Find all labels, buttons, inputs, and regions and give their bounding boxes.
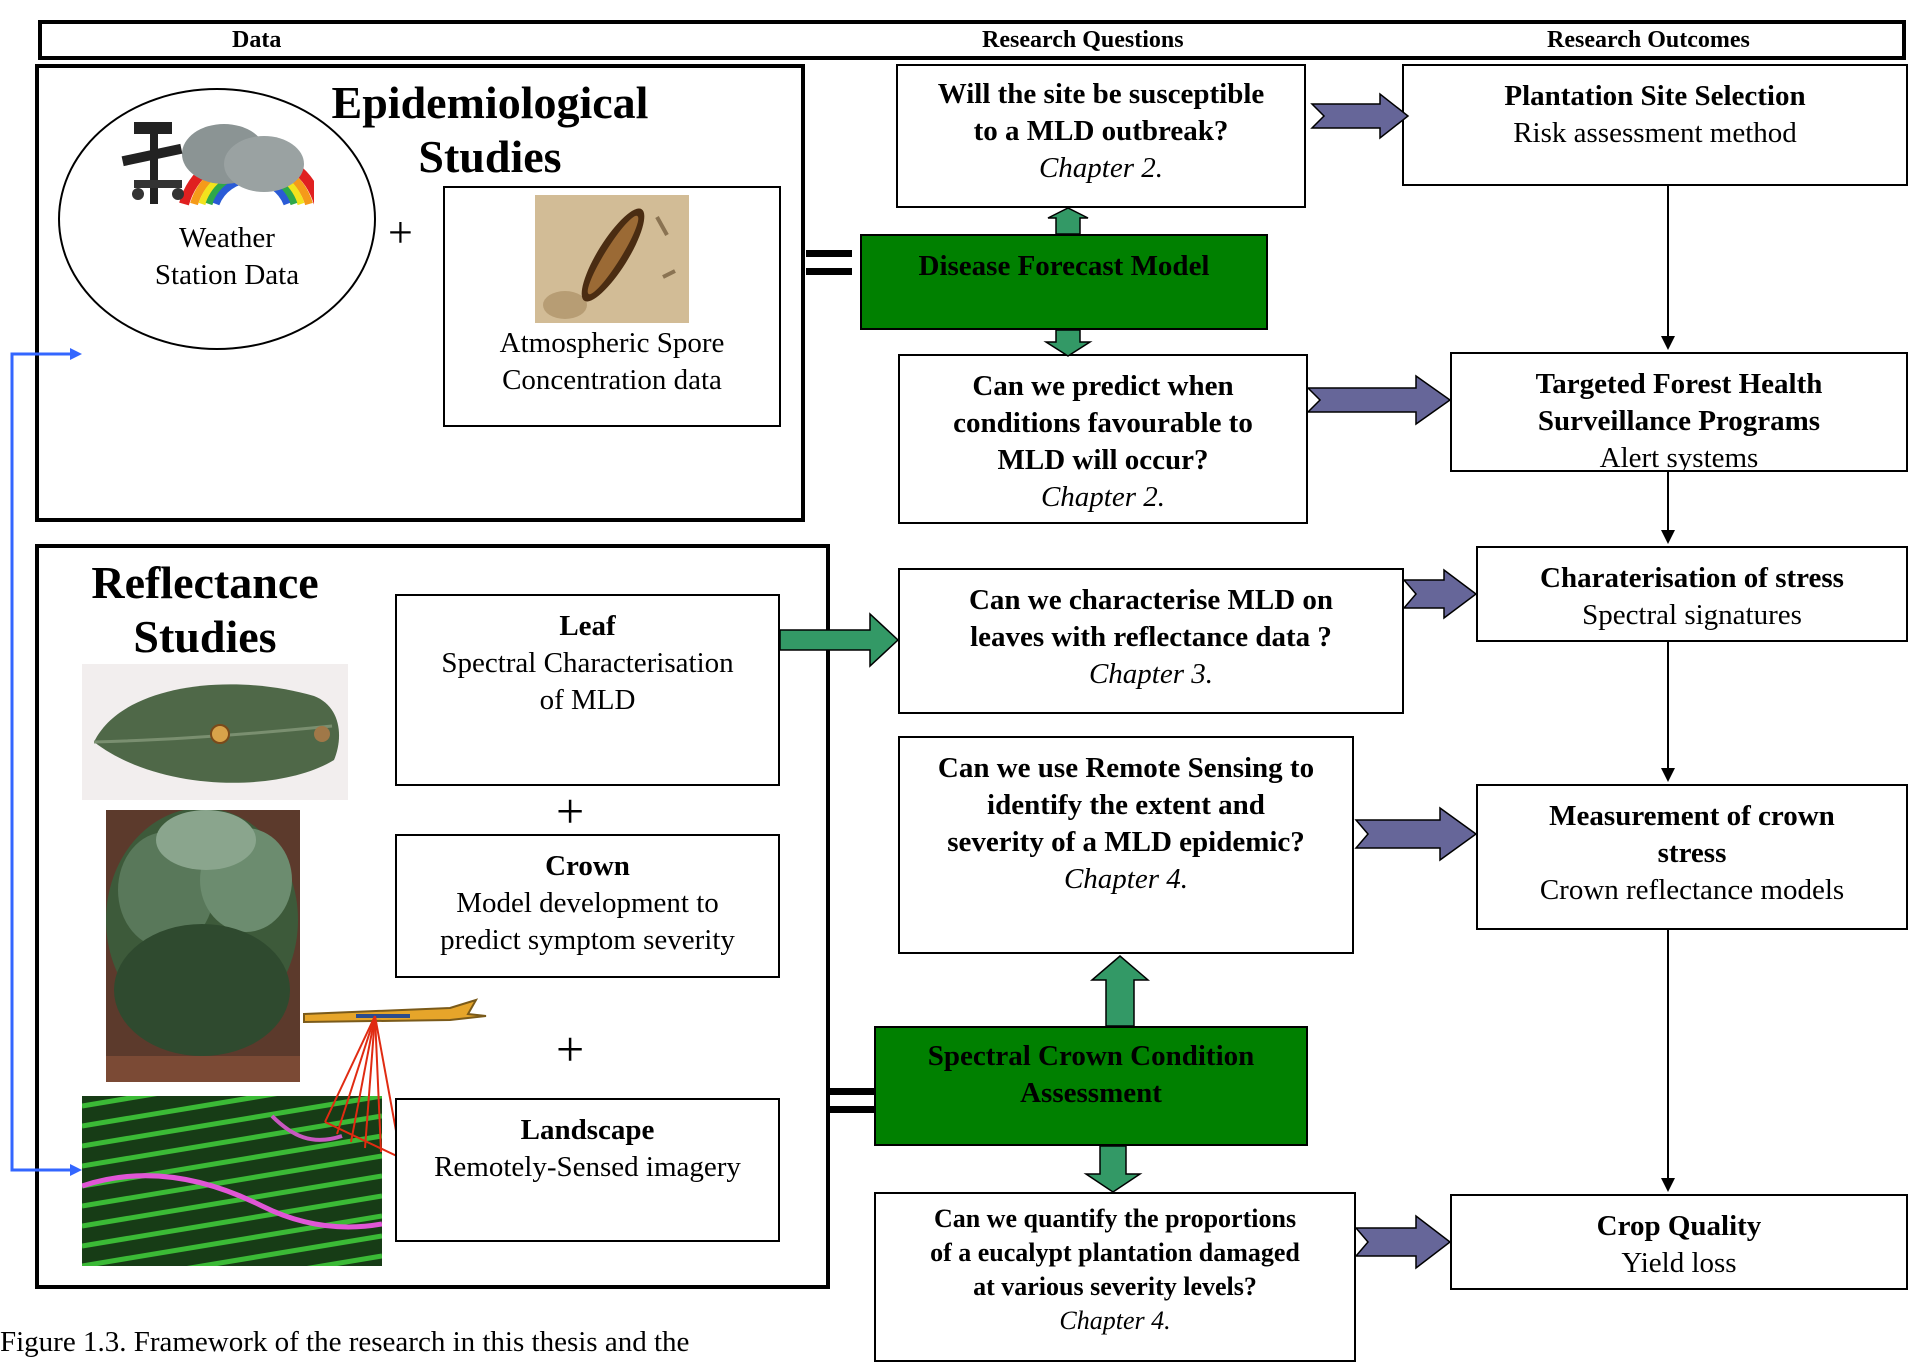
question-1-box: Will the site be susceptible to a MLD ou… (896, 64, 1306, 208)
weather-station-label: Weather Station Data (100, 220, 354, 294)
epi-title-line1: Epidemiological (331, 77, 649, 128)
leaf-line2: of MLD (539, 684, 636, 716)
epidemiological-panel (35, 64, 805, 522)
refl-title-line2: Studies (133, 611, 277, 662)
aircraft-icon (303, 998, 487, 1024)
o4-title-line1: Measurement of crown (1549, 800, 1835, 832)
question-5-box: Can we quantify the proportions of a euc… (874, 1192, 1356, 1362)
weather-line1: Weather (179, 222, 275, 254)
epi-equals-sign (806, 250, 852, 275)
spore-line1: Atmospheric Spore (499, 327, 725, 359)
purple-arrow-4 (1354, 806, 1478, 862)
q4-line2: identify the extent and (987, 789, 1265, 821)
landscape-title: Landscape (520, 1114, 655, 1146)
spore-label: Atmospheric Spore Concentration data (445, 325, 779, 399)
crown-box: Crown Model development to predict sympt… (395, 834, 780, 978)
question-2-box: Can we predict when conditions favourabl… (898, 354, 1308, 524)
reflectance-title: Reflectance Studies (70, 556, 340, 664)
green-arrow-down-q2 (1043, 329, 1093, 357)
refl-equals-sign (830, 1088, 876, 1113)
q2-line3: MLD will occur? (997, 444, 1209, 476)
o3-sub: Spectral signatures (1582, 599, 1802, 631)
spectral-crown-assessment-box: Spectral Crown Condition Assessment (874, 1026, 1308, 1146)
header-questions: Research Questions (982, 27, 1184, 53)
crown-line2: predict symptom severity (440, 924, 735, 956)
q2-line1: Can we predict when (972, 370, 1234, 402)
q1-line2: to a MLD outbreak? (973, 115, 1229, 147)
o1-sub: Risk assessment method (1513, 117, 1797, 149)
purple-arrow-5 (1354, 1214, 1452, 1270)
outcome-2-box: Targeted Forest Health Surveillance Prog… (1450, 352, 1908, 472)
leaf-box: Leaf Spectral Characterisation of MLD (395, 594, 780, 786)
o2-title-line2: Surveillance Programs (1537, 405, 1821, 437)
q4-line3: severity of a MLD epidemic? (947, 826, 1305, 858)
crown-title: Crown (545, 850, 630, 882)
o4-sub: Crown reflectance models (1539, 874, 1845, 906)
purple-arrow-1 (1310, 92, 1410, 140)
leaf-title: Leaf (559, 610, 616, 642)
o4-title-line2: stress (1657, 837, 1727, 869)
spectral-line1: Spectral Crown Condition (927, 1040, 1255, 1072)
spectral-line2: Assessment (1020, 1077, 1162, 1109)
purple-arrow-2 (1306, 374, 1452, 426)
refl-plus-sign-1: + (556, 783, 585, 839)
o5-sub: Yield loss (1621, 1247, 1737, 1279)
q4-chapter: Chapter 4. (1063, 863, 1189, 895)
spore-line2: Concentration data (502, 364, 722, 396)
landscape-box: Landscape Remotely-Sensed imagery (395, 1098, 780, 1242)
q3-line1: Can we characterise MLD on (968, 584, 1334, 616)
q5-line3: at various severity levels? (973, 1272, 1257, 1301)
header-outcomes: Research Outcomes (1547, 27, 1750, 53)
disease-forecast-label: Disease Forecast Model (918, 250, 1210, 282)
weather-station-icon (121, 122, 314, 206)
header-data: Data (232, 27, 282, 53)
q2-chapter: Chapter 2. (1040, 481, 1166, 513)
green-arrow-up-q4 (1089, 955, 1151, 1027)
outcome-4-box: Measurement of crown stress Crown reflec… (1476, 784, 1908, 930)
green-arrow-up-q1 (1047, 207, 1089, 235)
epidemiological-title: Epidemiological Studies (320, 76, 660, 184)
outcome-1-box: Plantation Site Selection Risk assessmen… (1402, 64, 1908, 186)
q1-line1: Will the site be susceptible (937, 78, 1265, 110)
q5-line2: of a eucalypt plantation damaged (930, 1238, 1300, 1267)
leaf-photo (82, 664, 348, 800)
q5-chapter: Chapter 4. (1059, 1306, 1171, 1335)
outcome-5-box: Crop Quality Yield loss (1450, 1194, 1908, 1290)
q2-line2: conditions favourable to (953, 407, 1253, 439)
refl-title-line1: Reflectance (91, 557, 319, 608)
epi-plus-sign: + (388, 208, 413, 257)
figure-caption: Figure 1.3. Framework of the research in… (0, 1326, 690, 1358)
q1-chapter: Chapter 2. (1038, 152, 1164, 184)
q5-line1: Can we quantify the proportions (933, 1204, 1297, 1233)
purple-arrow-3 (1402, 568, 1478, 620)
weather-line2: Station Data (154, 259, 300, 291)
refl-plus-sign-2: + (556, 1021, 585, 1077)
o3-title: Charaterisation of stress (1540, 562, 1844, 594)
o5-title: Crop Quality (1596, 1210, 1762, 1242)
o2-title-line1: Targeted Forest Health (1535, 368, 1823, 400)
question-3-box: Can we characterise MLD on leaves with r… (898, 568, 1404, 714)
question-4-box: Can we use Remote Sensing to identify th… (898, 736, 1354, 954)
crown-photo (106, 810, 300, 1082)
q4-line1: Can we use Remote Sensing to (937, 752, 1315, 784)
spore-image (535, 195, 689, 323)
q3-chapter: Chapter 3. (1088, 658, 1214, 690)
epi-title-line2: Studies (418, 131, 562, 182)
landscape-line1: Remotely-Sensed imagery (434, 1151, 741, 1183)
crown-line1: Model development to (456, 887, 719, 919)
o2-sub: Alert systems (1599, 442, 1759, 472)
o1-title: Plantation Site Selection (1504, 80, 1806, 112)
disease-forecast-model-box: Disease Forecast Model (860, 234, 1268, 330)
header-bar: Data Research Questions Research Outcome… (38, 20, 1906, 60)
outcome-3-box: Charaterisation of stress Spectral signa… (1476, 546, 1908, 642)
green-arrow-down-q5 (1083, 1145, 1143, 1193)
leaf-line1: Spectral Characterisation (441, 647, 734, 679)
q3-line2: leaves with reflectance data ? (970, 621, 1332, 653)
